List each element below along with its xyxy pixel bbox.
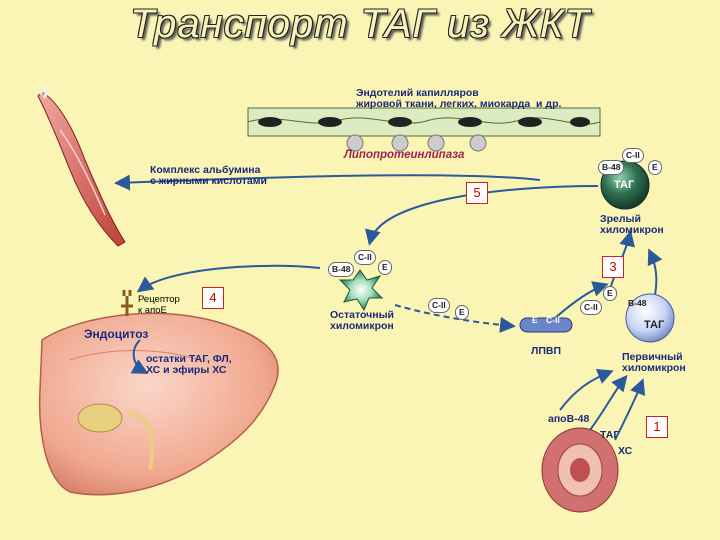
page-title: Транспорт ТАГ из ЖКТ: [130, 2, 590, 46]
endothelium-strip: [247, 107, 601, 152]
residual-b48-label: В-48: [328, 262, 355, 277]
hdl-label: ЛПВП: [531, 345, 562, 357]
transfer-e-label: Е: [455, 305, 469, 320]
apob48-input-label: апоВ-48: [548, 413, 590, 425]
intestine-illustration: [541, 427, 619, 513]
receptor-label: Рецептор к апоЕ: [138, 294, 180, 316]
primary-e-label: Е: [603, 286, 617, 301]
mature-chylomicron-label: Зрелый хиломикрон: [600, 213, 664, 236]
mature-b48-label: В-48: [598, 160, 625, 175]
hdl-particle: [519, 317, 573, 333]
remnants-label: остатки ТАГ, ФЛ, ХС и эфиры ХС: [146, 353, 232, 376]
muscle-illustration: [37, 87, 126, 247]
hdl-e-label: Е: [532, 315, 538, 325]
xc-input-label: ХС: [618, 445, 633, 457]
receptor-shape: [121, 290, 133, 316]
primary-tag-label: ТАГ: [644, 319, 665, 331]
liver-illustration: [38, 312, 279, 496]
endocytosis-label: Эндоцитоз: [84, 327, 149, 341]
flow-arrows: [114, 174, 663, 441]
hdl-c2-label: С-II: [546, 315, 560, 325]
step-5-marker: 4: [202, 287, 224, 309]
residual-e-label: Е: [378, 260, 392, 275]
residual-chylomicron: [338, 269, 384, 312]
mature-e-label: Е: [648, 160, 662, 175]
tag-input-label: ТАГ: [600, 429, 620, 441]
residual-chylomicron-label: Остаточный хиломикрон: [330, 309, 395, 332]
lipase-label: Липопротеинлипаза: [344, 149, 465, 161]
primary-c2-label: С-II: [580, 300, 602, 315]
step-1-marker: 1: [646, 416, 668, 438]
primary-chylomicron-label: Первичный хиломикрон: [622, 351, 686, 374]
primary-b48-label: В-48: [628, 298, 647, 308]
step-4-marker: 5: [466, 182, 488, 204]
endothelium-label: Эндотелий капилляров жировой ткани, легк…: [356, 87, 562, 110]
primary-chylomicron: [625, 293, 675, 343]
transfer-c2-label: С-II: [428, 298, 450, 313]
mature-tag-label: ТАГ: [614, 179, 635, 191]
step-3-marker: 3: [602, 256, 624, 278]
albumin-label: Комплекс альбумина с жирными кислотами: [150, 164, 267, 187]
residual-c2-label: С-II: [354, 250, 376, 265]
mature-c2-label: С-II: [622, 148, 644, 163]
